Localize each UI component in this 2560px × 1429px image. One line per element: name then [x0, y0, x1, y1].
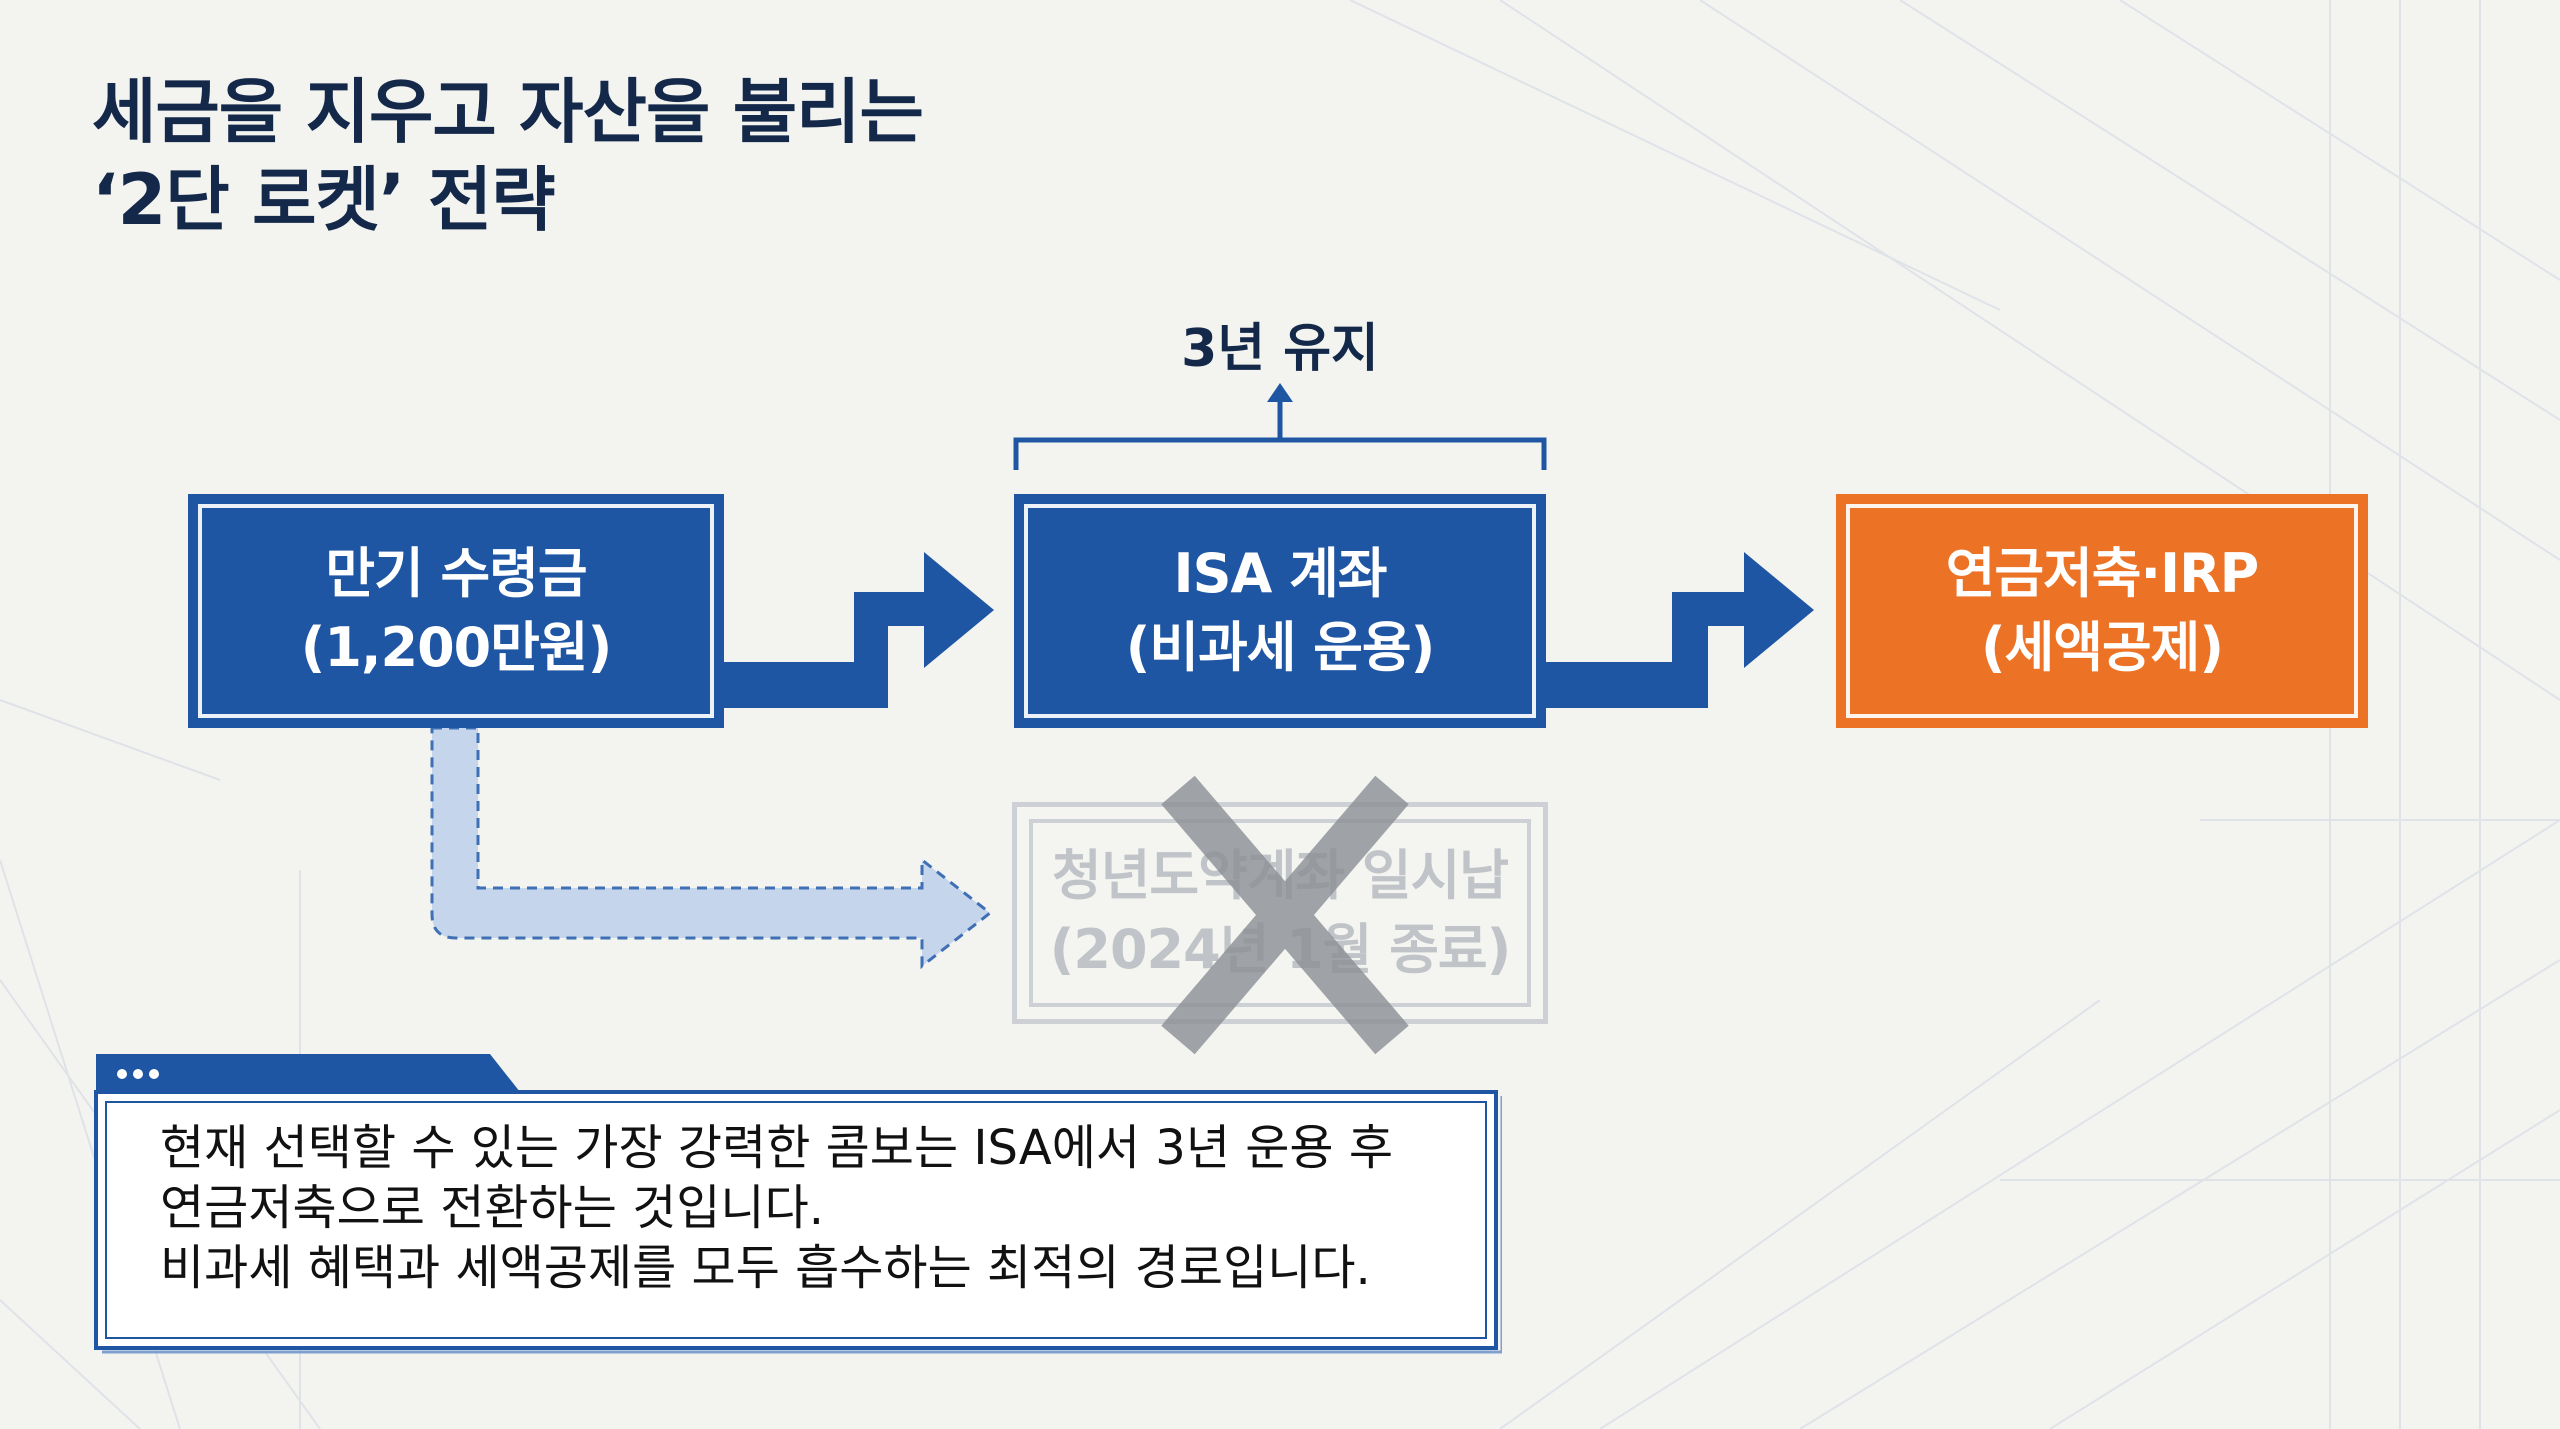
slide-title: 세금을 지우고 자산을 불리는 ‘2단 로켓’ 전략	[92, 68, 924, 244]
callout-tab	[96, 1054, 520, 1092]
title-line-1: 세금을 지우고 자산을 불리는	[92, 71, 924, 153]
bracket-label: 3년 유지	[1181, 319, 1379, 379]
step-arrow-1	[724, 552, 994, 708]
isa-box-title: ISA 계좌	[1173, 542, 1388, 605]
source-box-frame	[198, 504, 714, 718]
callout-line-1: 현재 선택할 수 있는 가장 강력한 콤보는 ISA에서 3년 운용 후	[160, 1120, 1393, 1176]
title-line-2: ‘2단 로켓’ 전략	[92, 159, 556, 241]
pension-box-subtitle: (세액공제)	[1980, 616, 2224, 679]
isa-box: ISA 계좌 (비과세 운용)	[1014, 494, 1546, 728]
callout-line-3: 비과세 혜택과 세액공제를 모두 흡수하는 최적의 경로입니다.	[160, 1240, 1371, 1296]
callout-text: 현재 선택할 수 있는 가장 강력한 콤보는 ISA에서 3년 운용 후 연금저…	[160, 1118, 1460, 1298]
source-box: 만기 수령금 (1,200만원)	[188, 494, 724, 728]
source-box-title: 만기 수령금	[325, 542, 587, 605]
step-arrow-2	[1546, 552, 1814, 708]
x-cross-icon	[1161, 775, 1409, 1055]
pension-box: 연금저축·IRP (세액공제)	[1836, 494, 2368, 728]
pension-box-title: 연금저축·IRP	[1945, 542, 2259, 605]
source-box-amount: (1,200만원)	[300, 616, 613, 679]
blocked-box-frame	[1029, 819, 1531, 1007]
callout-panel	[94, 1054, 1502, 1354]
callout-line-2: 연금저축으로 전환하는 것입니다.	[160, 1180, 825, 1236]
dashed-arrow	[430, 726, 993, 970]
pension-box-frame	[1846, 504, 2358, 718]
isa-box-subtitle: (비과세 운용)	[1125, 616, 1436, 679]
bracket	[1013, 437, 1547, 470]
isa-box-frame	[1024, 504, 1536, 718]
bracket-arrow-head	[1267, 383, 1293, 402]
